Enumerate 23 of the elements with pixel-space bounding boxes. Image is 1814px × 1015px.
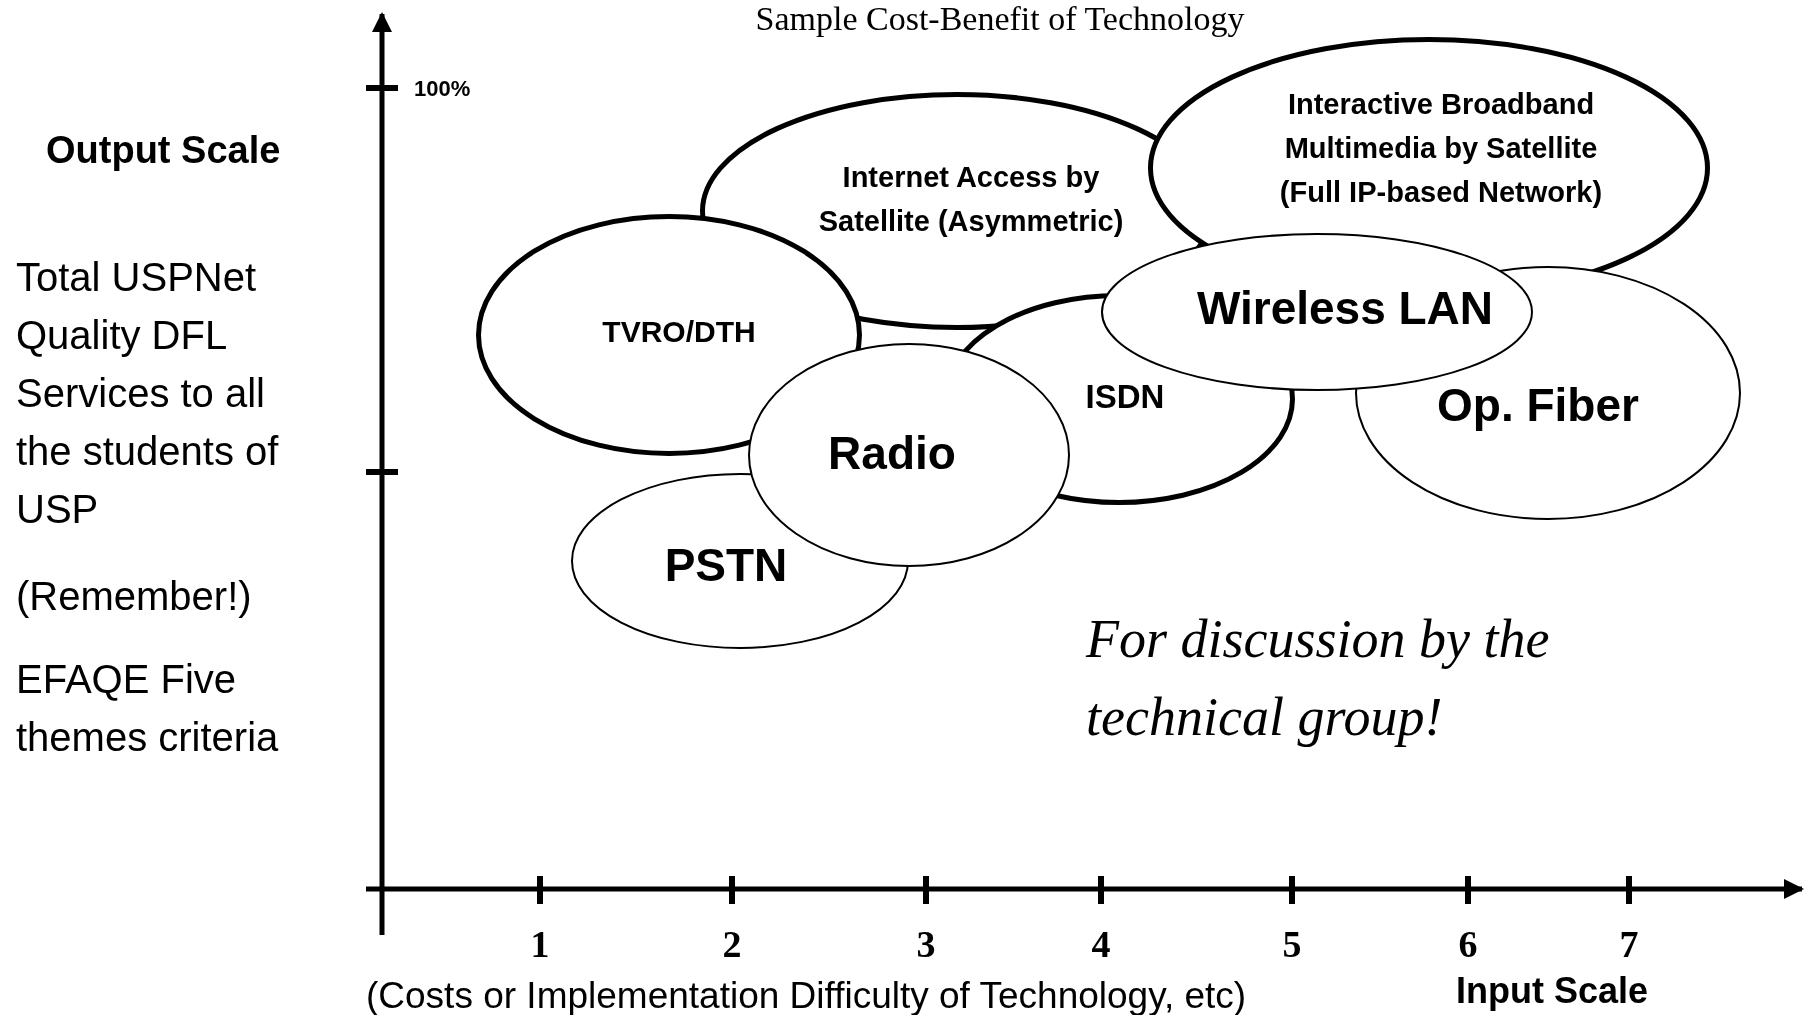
tick-label: 3 bbox=[915, 924, 937, 964]
tick-label: 5 bbox=[1281, 924, 1303, 964]
axis-title: Output Scale bbox=[46, 128, 281, 173]
technology-label: TVRO/DTH bbox=[602, 313, 756, 350]
technology-label: Op. Fiber bbox=[1437, 377, 1639, 433]
tick-label: 2 bbox=[721, 924, 743, 964]
tick-label: 100% bbox=[414, 75, 471, 103]
tick-label: 1 bbox=[529, 924, 551, 964]
tick-label: 6 bbox=[1457, 924, 1479, 964]
side-note: (Remember!) bbox=[16, 573, 252, 620]
note-text: For discussion by the technical group! bbox=[1086, 608, 1551, 749]
side-note: EFAQE Five themes criteria bbox=[16, 656, 280, 761]
side-note: Total USPNet Quality DFL Services to all the students of USP bbox=[16, 254, 280, 533]
tick-label: 7 bbox=[1618, 924, 1640, 964]
title: Sample Cost-Benefit of Technology bbox=[754, 0, 1246, 38]
technology-label: Radio bbox=[828, 425, 956, 481]
technology-label: ISDN bbox=[1085, 377, 1165, 418]
axis-title: Input Scale bbox=[1456, 969, 1649, 1013]
tick-label: 4 bbox=[1090, 924, 1112, 964]
technology-label: Interactive Broadband Multimedia by Satellite (Full IP-based Network) bbox=[1278, 87, 1604, 210]
technology-label: Internet Access by Satellite (Asymmetric) bbox=[817, 160, 1125, 239]
technology-label: PSTN bbox=[664, 537, 788, 593]
technology-label: Wireless LAN bbox=[1196, 280, 1494, 336]
